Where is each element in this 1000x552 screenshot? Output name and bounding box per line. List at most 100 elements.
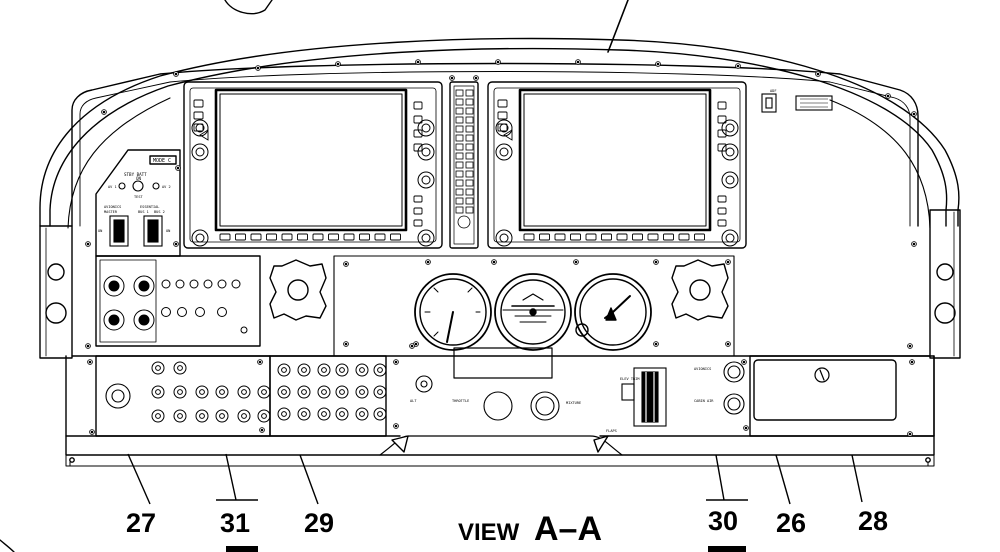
essential-bus-switch[interactable] (143, 215, 163, 247)
softkey-button[interactable] (694, 233, 705, 241)
audio-key[interactable] (465, 89, 474, 97)
circuit-breaker[interactable] (195, 307, 205, 317)
audio-key[interactable] (455, 134, 464, 142)
audio-key[interactable] (455, 125, 464, 133)
audio-key[interactable] (455, 143, 464, 151)
display-rotary-knob[interactable] (191, 143, 209, 161)
display-rotary-knob[interactable] (495, 229, 513, 247)
bezel-button[interactable] (193, 111, 204, 120)
bezel-button[interactable] (413, 101, 423, 110)
circuit-breaker[interactable] (335, 385, 349, 399)
circuit-breaker[interactable] (277, 363, 291, 377)
circuit-breaker[interactable] (335, 363, 349, 377)
circuit-breaker[interactable] (257, 409, 271, 423)
mixture-knob[interactable] (530, 391, 560, 421)
softkey-button[interactable] (312, 233, 324, 241)
circuit-breaker[interactable] (277, 385, 291, 399)
display-rotary-knob[interactable] (721, 119, 739, 137)
audio-volume-knob[interactable] (457, 215, 471, 229)
audio-key[interactable] (465, 179, 474, 187)
softkey-button[interactable] (585, 233, 597, 241)
circuit-breaker-large[interactable] (133, 309, 155, 331)
circuit-breaker[interactable] (297, 363, 311, 377)
softkey-button[interactable] (523, 233, 535, 241)
circuit-breaker[interactable] (335, 407, 349, 421)
cabin-air-knob[interactable] (723, 361, 745, 383)
display-rotary-knob[interactable] (417, 119, 435, 137)
softkey-button[interactable] (328, 233, 339, 241)
audio-key[interactable] (455, 197, 464, 205)
throttle-knob[interactable] (483, 391, 513, 421)
audio-key[interactable] (465, 98, 474, 106)
display-rotary-knob[interactable] (721, 171, 739, 189)
circuit-breaker-large[interactable] (103, 309, 125, 331)
audio-key[interactable] (465, 206, 474, 214)
avionics-master-switch[interactable] (109, 215, 129, 247)
bezel-button[interactable] (413, 207, 423, 215)
bezel-button[interactable] (193, 99, 204, 108)
bezel-button[interactable] (497, 111, 508, 120)
audio-key[interactable] (465, 134, 474, 142)
circuit-breaker[interactable] (217, 279, 227, 289)
circuit-breaker[interactable] (355, 363, 369, 377)
display-rotary-knob[interactable] (191, 119, 209, 137)
audio-key[interactable] (465, 197, 474, 205)
softkey-button[interactable] (554, 233, 566, 241)
softkey-button[interactable] (632, 233, 643, 241)
audio-key[interactable] (465, 188, 474, 196)
circuit-breaker[interactable] (173, 361, 187, 375)
bezel-button[interactable] (717, 195, 727, 203)
circuit-breaker[interactable] (373, 385, 387, 399)
circuit-breaker[interactable] (195, 409, 209, 423)
circuit-breaker[interactable] (257, 385, 271, 399)
softkey-button[interactable] (250, 233, 262, 241)
circuit-breaker[interactable] (317, 385, 331, 399)
audio-key[interactable] (455, 161, 464, 169)
audio-key[interactable] (455, 170, 464, 178)
audio-key[interactable] (455, 89, 464, 97)
audio-key[interactable] (465, 107, 474, 115)
circuit-breaker[interactable] (215, 385, 229, 399)
circuit-breaker[interactable] (203, 279, 213, 289)
audio-key[interactable] (455, 188, 464, 196)
bezel-button[interactable] (413, 115, 423, 124)
circuit-breaker[interactable] (161, 307, 171, 317)
softkey-button[interactable] (343, 233, 355, 241)
softkey-button[interactable] (266, 233, 277, 241)
circuit-breaker[interactable] (217, 307, 227, 317)
circuit-breaker[interactable] (237, 409, 251, 423)
softkey-button[interactable] (390, 233, 401, 241)
audio-key[interactable] (465, 143, 474, 151)
circuit-breaker-large[interactable] (103, 275, 125, 297)
softkey-button[interactable] (647, 233, 659, 241)
circuit-breaker[interactable] (173, 409, 187, 423)
circuit-breaker[interactable] (317, 407, 331, 421)
circuit-breaker[interactable] (277, 407, 291, 421)
audio-key[interactable] (455, 152, 464, 160)
softkey-button[interactable] (359, 233, 370, 241)
softkey-button[interactable] (219, 233, 231, 241)
circuit-breaker[interactable] (373, 407, 387, 421)
display-rotary-knob[interactable] (191, 229, 209, 247)
softkey-button[interactable] (616, 233, 628, 241)
elevator-trim-wheel[interactable] (621, 367, 667, 427)
bezel-button[interactable] (717, 115, 727, 124)
audio-key[interactable] (455, 107, 464, 115)
circuit-breaker[interactable] (161, 279, 171, 289)
bezel-button[interactable] (497, 99, 508, 108)
bezel-button[interactable] (193, 123, 204, 132)
circuit-breaker[interactable] (355, 385, 369, 399)
audio-key[interactable] (455, 206, 464, 214)
audio-key[interactable] (465, 125, 474, 133)
softkey-button[interactable] (678, 233, 690, 241)
circuit-breaker[interactable] (231, 279, 241, 289)
audio-key[interactable] (465, 161, 474, 169)
circuit-breaker[interactable] (373, 363, 387, 377)
bezel-button[interactable] (413, 219, 423, 227)
bezel-button[interactable] (717, 219, 727, 227)
circuit-breaker[interactable] (297, 385, 311, 399)
bezel-button[interactable] (717, 207, 727, 215)
bezel-button[interactable] (413, 195, 423, 203)
display-rotary-knob[interactable] (721, 229, 739, 247)
circuit-breaker[interactable] (317, 363, 331, 377)
